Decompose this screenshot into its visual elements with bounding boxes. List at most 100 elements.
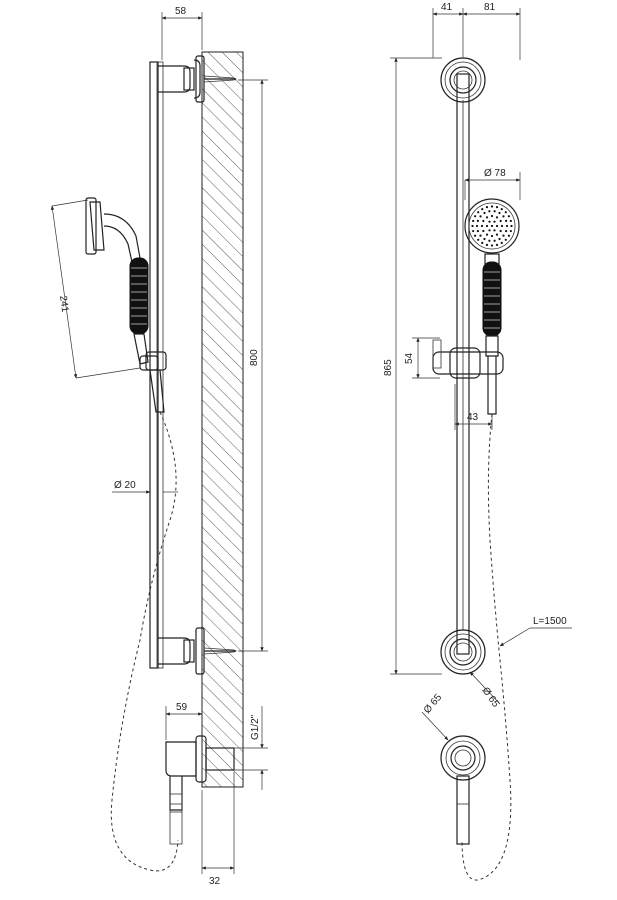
dimension-58-label: 58: [175, 6, 187, 17]
dimension-diameter-65-upper: Ø 65: [469, 671, 501, 710]
nozzle-dot: [475, 224, 479, 228]
nozzle-dot: [488, 229, 491, 232]
nozzle-dot: [509, 229, 512, 233]
nozzle-dot: [504, 238, 507, 241]
side-view: 58 241 800 Ø 20 59: [50, 6, 268, 887]
front-view: 41 81 Ø 78 865 54 43: [383, 2, 572, 881]
nozzle-dot: [477, 211, 480, 214]
nozzle-dot: [474, 234, 477, 237]
dimension-865-label: 865: [383, 359, 394, 376]
dimension-41-label: 41: [441, 2, 453, 13]
nozzle-dot: [479, 234, 482, 237]
nozzle-dot: [488, 220, 491, 223]
nozzle-dot: [485, 224, 489, 228]
wall-outlet-front: [440, 735, 486, 845]
nozzle-dot: [480, 224, 484, 228]
nozzle-dot: [485, 233, 489, 236]
nozzle-dot: [510, 224, 513, 228]
nozzle-dot: [476, 230, 479, 233]
nozzle-dot: [493, 229, 496, 232]
nozzle-dot: [479, 215, 482, 218]
bottom-bracket-side: [158, 627, 237, 675]
top-bracket-side: [158, 55, 237, 103]
nozzle-dot: [493, 220, 496, 223]
nozzle-dot: [498, 211, 501, 215]
nozzle-dot: [504, 211, 507, 214]
nozzle-dot: [481, 241, 484, 244]
nozzle-dot: [485, 206, 489, 209]
nozzle-dot: [498, 237, 501, 241]
nozzle-dot: [483, 237, 486, 241]
dimension-41-81: 41 81: [432, 2, 521, 60]
top-rosette-front: [440, 57, 486, 103]
dimension-diameter-20: Ø 20: [112, 480, 178, 494]
nozzle-dot: [493, 239, 496, 242]
nozzle-dot: [499, 229, 502, 233]
nozzle-dot: [490, 214, 494, 218]
nozzle-dot: [499, 219, 502, 223]
dimension-59-label: 59: [176, 702, 188, 713]
nozzle-dot: [507, 234, 510, 237]
dimension-81-label: 81: [484, 2, 496, 13]
nozzle-dot: [502, 215, 505, 218]
dimension-diameter-65-lower-label: Ø 65: [422, 692, 445, 716]
dimension-diameter-20-label: Ø 20: [114, 480, 136, 491]
nozzle-dot: [472, 219, 475, 223]
nozzle-dot: [477, 238, 480, 241]
dimension-32: 32: [201, 772, 235, 887]
nozzle-dot: [500, 241, 503, 244]
dimension-800: 800: [238, 79, 268, 652]
dimension-43: 43: [454, 384, 493, 430]
nozzle-dot: [495, 216, 499, 219]
dimension-hose-length-label: L=1500: [533, 616, 567, 627]
dimension-diameter-65-lower: Ø 65: [421, 692, 449, 741]
dimension-241: 241: [50, 199, 141, 379]
nozzle-dot: [476, 219, 479, 222]
nozzle-dot: [472, 229, 475, 233]
nozzle-dot: [485, 216, 489, 219]
dimension-58: 58: [161, 6, 203, 60]
nozzle-dot: [495, 243, 499, 246]
dimension-43-label: 43: [467, 412, 479, 423]
dimension-241-label: 241: [57, 295, 70, 313]
slide-rail-front: [456, 73, 470, 655]
nozzle-dot: [490, 224, 494, 228]
nozzle-dot: [488, 239, 491, 242]
nozzle-dot: [502, 234, 505, 237]
nozzle-dot: [507, 215, 510, 218]
nozzle-dot: [495, 206, 499, 209]
hose-side: [110, 411, 179, 872]
dimension-800-label: 800: [249, 349, 260, 366]
slider-holder-front: [432, 339, 504, 379]
nozzle-dot: [482, 229, 485, 233]
nozzle-dot: [490, 205, 494, 208]
nozzle-dot: [505, 219, 508, 222]
nozzle-dot: [505, 230, 508, 233]
nozzle-dot: [474, 215, 477, 218]
dimension-diameter-78: Ø 78: [464, 168, 521, 200]
dimension-54: 54: [404, 337, 440, 379]
dimension-diameter-78-label: Ø 78: [484, 168, 506, 179]
dimension-865: 865: [383, 57, 442, 675]
nozzle-dot: [509, 219, 512, 223]
nozzle-dot: [483, 211, 486, 215]
nozzle-dot: [471, 224, 474, 228]
nozzle-dot: [493, 210, 496, 213]
nozzle-dot: [500, 208, 503, 211]
nozzle-dot: [495, 233, 499, 236]
hand-shower-front: [464, 198, 520, 415]
nozzle-dot: [495, 224, 499, 228]
dimension-thread-label: G1/2": [250, 714, 261, 740]
nozzle-dot: [490, 244, 494, 247]
wall-outlet-side: [165, 735, 235, 845]
nozzle-dot: [485, 243, 489, 246]
nozzle-dot: [500, 224, 504, 228]
nozzle-dot: [490, 234, 494, 238]
nozzle-dot: [488, 210, 491, 213]
dimension-32-label: 32: [209, 876, 221, 887]
nozzle-dot: [481, 208, 484, 211]
wall-section: [201, 51, 244, 788]
hose-front: [461, 413, 512, 881]
slide-rail-side: [149, 61, 164, 669]
